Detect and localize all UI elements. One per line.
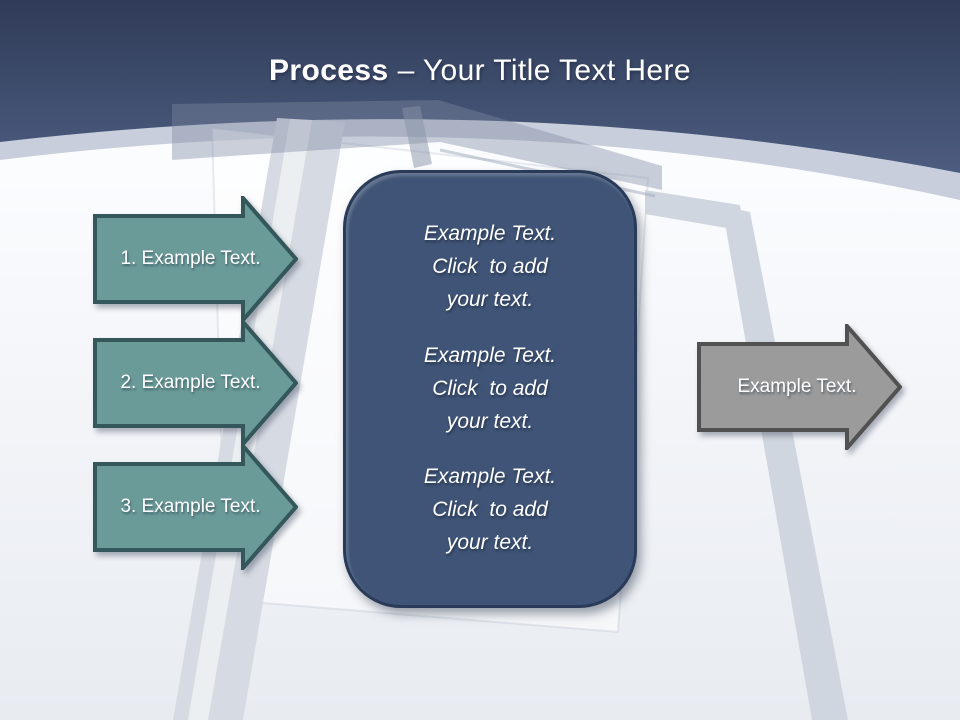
process-step-arrow-3: 3. Example Text. [93,444,298,570]
easel-top-bar [172,100,662,190]
output-arrow: Example Text. [697,324,902,450]
example-text-block: Example Text. Click to add your text. [370,339,610,438]
easel-right-leg [722,206,848,720]
right-arrow-shape [93,320,298,446]
process-step-arrow-2: 2. Example Text. [93,320,298,446]
example-text-line: your text. [446,288,534,311]
header-curve [0,0,960,173]
right-arrow-shape [93,444,298,570]
example-text-line: Click to add [432,376,548,400]
example-text-line: Example Text. [423,222,557,245]
output-arrow-label: Example Text. [737,376,857,397]
example-text-line: Example Text. [423,343,557,367]
title-rest: – Your Title Text Here [397,54,691,87]
step-label-1: 1. Example Text. [120,248,261,269]
center-text-box: Example Text. Click to add your text. Ex… [343,170,637,608]
right-arrow-shape [697,324,902,450]
example-text-line: Example Text. [423,465,557,488]
easel-clamp [402,106,432,168]
example-text-line: Click to add [432,255,548,278]
example-text-line: your text. [446,531,534,554]
example-text-block: Example Text. Click to add your text. [370,460,610,559]
step-label-2: 2. Example Text. [120,372,261,393]
header-banner [0,0,960,200]
page-title: Process– Your Title Text Here [0,0,960,88]
example-text-block: Example Text. Click to add your text. [370,217,610,316]
easel-right-rail [645,190,744,231]
step-label-3: 3. Example Text. [120,496,261,517]
process-step-arrow-1: 1. Example Text. [93,196,298,322]
title-emphasis: Process [269,54,389,87]
example-text-line: your text. [446,409,534,433]
example-text-line: Click to add [432,498,548,521]
right-arrow-shape [93,196,298,322]
